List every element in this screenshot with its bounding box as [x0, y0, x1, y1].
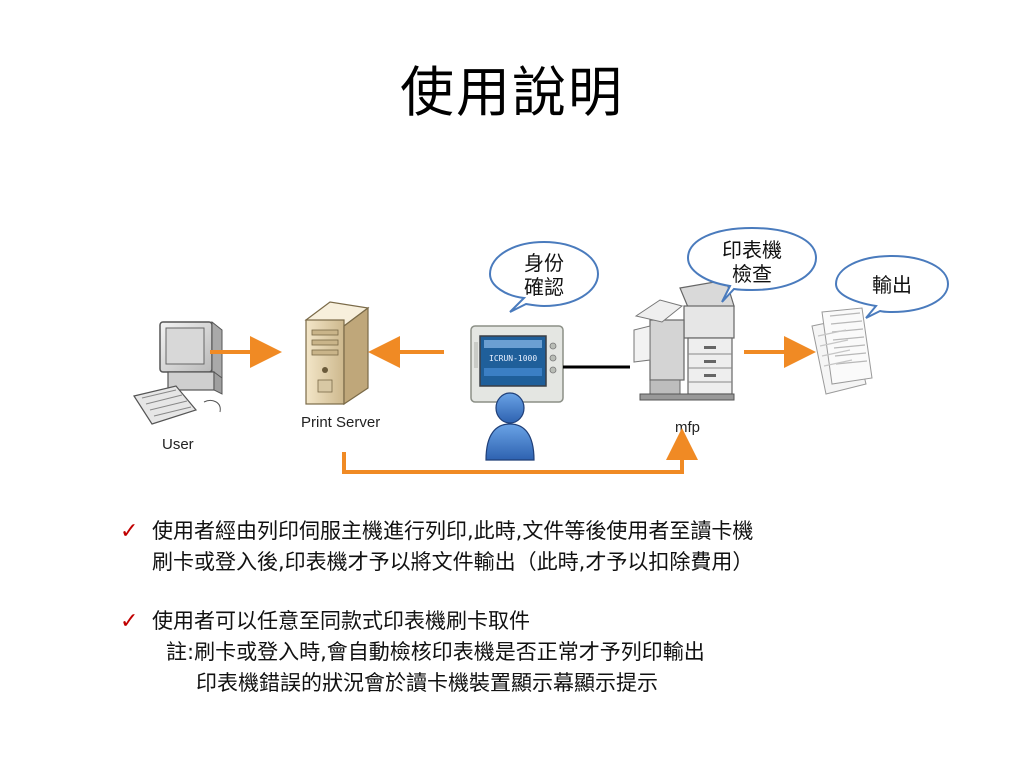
card-reader-screen-text: ICRUN-1000	[489, 354, 537, 363]
person-icon	[485, 392, 535, 461]
bullet-2-line-3: 印表機錯誤的狀況會於讀卡機裝置顯示幕顯示提示	[196, 671, 658, 695]
bullet-1-line-1: 使用者經由列印伺服主機進行列印,此時,文件等後使用者至讀卡機	[152, 519, 754, 543]
arrow-server-to-mfp	[342, 428, 698, 474]
bullet-item-2: ✓ 使用者可以任意至同款式印表機刷卡取件 註:刷卡或登入時,會自動檢核印表機是否…	[120, 606, 960, 699]
user-computer-icon	[133, 320, 223, 425]
print-server-label: Print Server	[301, 414, 380, 431]
bullet-item-1: ✓ 使用者經由列印伺服主機進行列印,此時,文件等後使用者至讀卡機 刷卡或登入後,…	[120, 516, 960, 578]
bullet-1-line-2: 刷卡或登入後,印表機才予以將文件輸出（此時,才予以扣除費用）	[152, 550, 754, 574]
mfp-printer-icon	[633, 279, 735, 401]
identity-bubble-line1: 身份	[524, 251, 564, 275]
bullet-list: ✓ 使用者經由列印伺服主機進行列印,此時,文件等後使用者至讀卡機 刷卡或登入後,…	[120, 516, 960, 699]
user-label: User	[162, 436, 194, 453]
printer-check-bubble-line1: 印表機	[722, 238, 782, 262]
identity-bubble: 身份 確認	[488, 240, 600, 313]
mfp-label: mfp	[675, 419, 700, 436]
documents-icon	[811, 307, 873, 395]
output-bubble-text: 輸出	[872, 273, 912, 297]
page-title: 使用說明	[400, 61, 624, 124]
check-icon: ✓	[120, 609, 139, 634]
check-icon: ✓	[120, 519, 139, 544]
bullet-2-line-1: 使用者可以任意至同款式印表機刷卡取件	[152, 609, 530, 633]
bullet-2-line-2: 註:刷卡或登入時,會自動檢核印表機是否正常才予列印輸出	[166, 640, 705, 664]
printer-check-bubble: 印表機 檢查	[686, 226, 818, 303]
output-bubble: 輸出	[834, 254, 950, 319]
card-reader-icon: ICRUN-1000	[470, 325, 564, 403]
print-server-icon	[304, 301, 370, 406]
identity-bubble-line2: 確認	[524, 275, 564, 299]
printer-check-bubble-line2: 檢查	[732, 262, 772, 286]
